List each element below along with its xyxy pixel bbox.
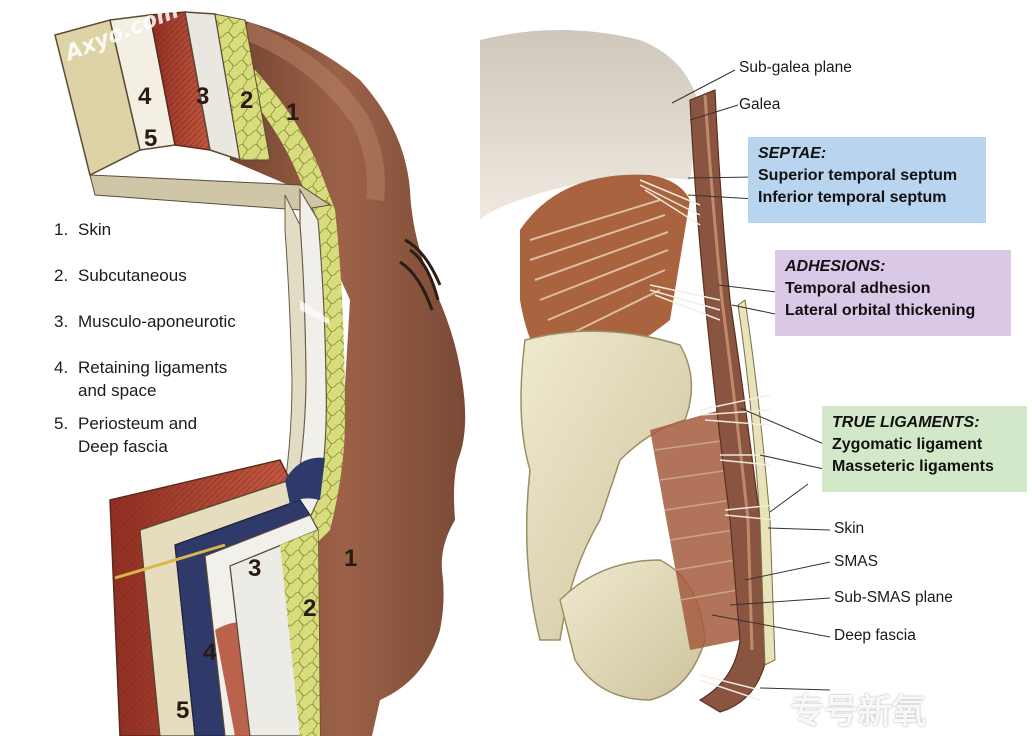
top-layer-4-number: 4	[138, 83, 152, 110]
label-smas: SMAS	[834, 553, 878, 570]
adhesions-title: ADHESIONS:	[785, 258, 886, 275]
top-layer-1-number: 1	[286, 99, 299, 126]
legend-item-musculo-aponeurotic: 3. Musculo-aponeurotic	[54, 310, 304, 333]
legend-text: Subcutaneous	[78, 266, 187, 285]
bottom-layer-4-number: 4	[203, 639, 217, 666]
septae-title: SEPTAE:	[758, 145, 827, 162]
label-sub-galea-plane: Sub-galea plane	[739, 59, 852, 76]
legend-text: Retaining ligaments	[78, 358, 228, 377]
true-ligaments-box: TRUE LIGAMENTS: Zygomatic ligament Masse…	[822, 406, 1027, 492]
top-layer-block	[54, 11, 332, 211]
bottom-layer-5-number: 5	[176, 697, 189, 724]
bottom-layer-3-number: 3	[248, 555, 261, 582]
septae-box: SEPTAE: Superior temporal septum Inferio…	[748, 137, 986, 223]
bottom-layer-2-number: 2	[303, 595, 316, 622]
right-head-dissection	[480, 30, 834, 713]
leader-lines	[671, 69, 834, 691]
legend-item-skin: 1. Skin	[54, 218, 304, 241]
legend-text: Periosteum and	[78, 414, 198, 433]
left-face-cross-section: 1 2 3 4 5 1 2 3 4 5	[54, 11, 466, 736]
top-layer-3-number: 3	[196, 83, 209, 110]
bottom-layer-1-number: 1	[344, 545, 357, 572]
temporalis-muscle	[520, 174, 690, 380]
septae-line: Superior temporal septum	[758, 167, 958, 184]
subcutaneous-fat-layer	[240, 70, 345, 548]
watermark-xinyang: 专号新氧	[790, 692, 926, 732]
ligament-fibers	[639, 179, 776, 701]
legend-text: Musculo-aponeurotic	[78, 312, 236, 331]
label-skin: Skin	[834, 520, 865, 537]
legend-number: 1.	[54, 220, 69, 239]
legend-number: 2.	[54, 266, 69, 285]
adhesions-box: ADHESIONS: Temporal adhesion Lateral orb…	[775, 250, 1011, 336]
true-ligaments-line: Zygomatic ligament	[832, 436, 983, 453]
label-deep-fascia: Deep fascia	[834, 627, 916, 644]
label-sub-smas-plane: Sub-SMAS plane	[834, 589, 953, 606]
legend-item-subcutaneous: 2. Subcutaneous	[54, 264, 304, 287]
adhesions-line: Temporal adhesion	[785, 280, 931, 297]
hair-background	[480, 30, 700, 220]
legend-text-line2: and space	[78, 381, 157, 400]
face-silhouette	[215, 14, 466, 736]
masseter-muscle	[650, 410, 740, 650]
adhesions-line: Lateral orbital thickening	[785, 302, 976, 319]
true-ligaments-line: Masseteric ligaments	[832, 458, 994, 475]
legend-item-retaining-ligaments: 4. Retaining ligaments and space	[54, 356, 304, 402]
legend-number: 3.	[54, 312, 69, 331]
label-galea: Galea	[739, 96, 781, 113]
top-layer-5-number: 5	[144, 125, 157, 152]
bottom-layer-block	[109, 457, 325, 736]
legend-text-line2: Deep fascia	[78, 437, 168, 456]
smas-layer	[737, 299, 776, 666]
top-layer-2-number: 2	[240, 87, 253, 114]
skull-bone	[520, 330, 693, 641]
legend-number: 4.	[54, 358, 69, 377]
true-ligaments-title: TRUE LIGAMENTS:	[832, 414, 980, 431]
probe-instrument	[114, 543, 226, 580]
legend-text: Skin	[78, 220, 112, 239]
eyelash	[399, 238, 442, 311]
legend-number: 5.	[54, 414, 69, 433]
septae-line: Inferior temporal septum	[758, 189, 947, 206]
